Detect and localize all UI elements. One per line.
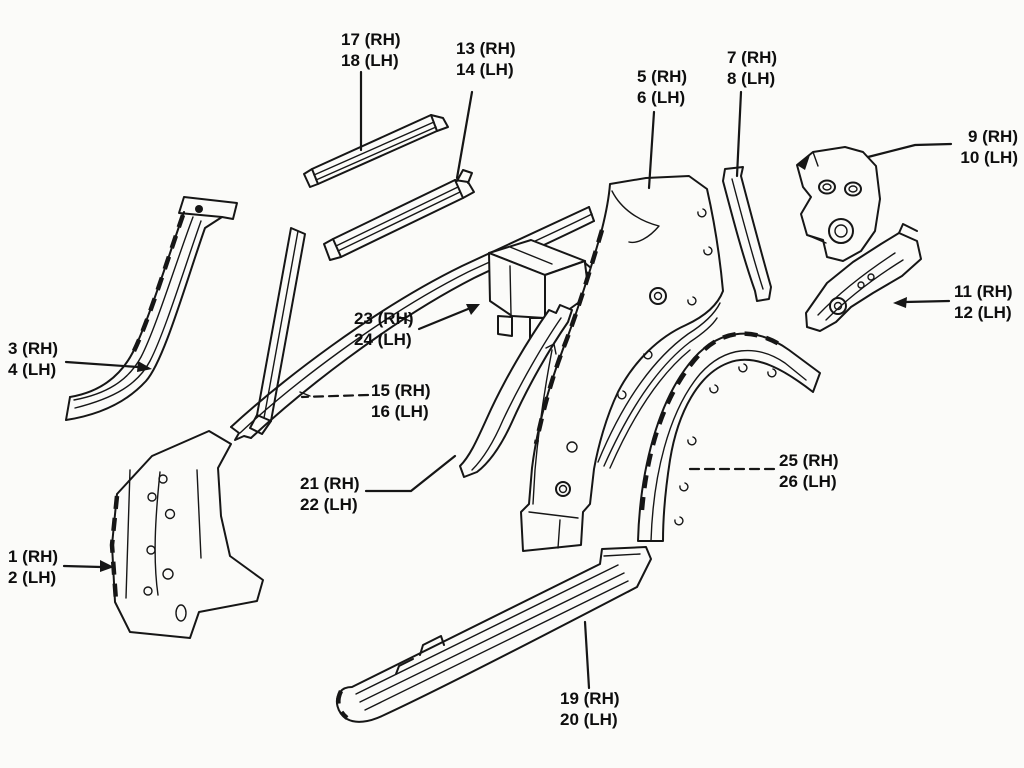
- label-13-14: 13 (RH)14 (LH): [456, 39, 516, 79]
- label-15-16: 15 (RH)16 (LH): [371, 381, 431, 421]
- label-23-24: 23 (RH)24 (LH): [354, 309, 414, 349]
- leader-21-22: [364, 454, 457, 493]
- leader-11-12: [903, 299, 951, 304]
- leader-lines: [62, 70, 953, 690]
- bracket-9-10-drawing: [796, 146, 881, 262]
- leader-1-2: [62, 564, 103, 569]
- leader-7-8: [735, 90, 743, 178]
- leader-15-16: [300, 393, 370, 399]
- label-7-8: 7 (RH)8 (LH): [727, 48, 778, 88]
- bracket-11-12-drawing: [805, 223, 922, 332]
- label-1-2: 1 (RH)2 (LH): [8, 547, 59, 587]
- lock-pillar-strip-drawing: [722, 166, 772, 302]
- wheelhouse-front-drawing: [459, 304, 573, 478]
- leader-5-6: [647, 110, 656, 190]
- label-17-18: 17 (RH)18 (LH): [341, 30, 401, 70]
- leader-23-24: [417, 307, 470, 331]
- leader-9-10: [866, 142, 953, 159]
- hinge-pillar-drawing: [109, 430, 264, 639]
- label-9-10: 9 (RH)10 (LH): [960, 127, 1018, 167]
- quarter-panel-drawing: [520, 175, 724, 552]
- roof-strip-17-18-drawing: [303, 114, 449, 188]
- leader-19-20: [583, 620, 591, 690]
- label-19-20: 19 (RH)20 (LH): [560, 689, 620, 729]
- roof-strip-13-14-drawing: [323, 169, 475, 261]
- label-25-26: 25 (RH)26 (LH): [779, 451, 839, 491]
- label-3-4: 3 (RH)4 (LH): [8, 339, 59, 379]
- label-5-6: 5 (RH)6 (LH): [637, 67, 688, 107]
- roof-side-rail-drawing: [230, 206, 595, 441]
- wheel-arch-drawing: [637, 331, 821, 542]
- leader-3-4: [64, 360, 140, 369]
- leader-13-14: [455, 90, 474, 180]
- rocker-panel-drawing: [335, 546, 652, 723]
- front-pillar-drawing: [65, 196, 238, 421]
- label-21-22: 21 (RH)22 (LH): [300, 474, 360, 514]
- label-11-12: 11 (RH)12 (LH): [954, 282, 1013, 322]
